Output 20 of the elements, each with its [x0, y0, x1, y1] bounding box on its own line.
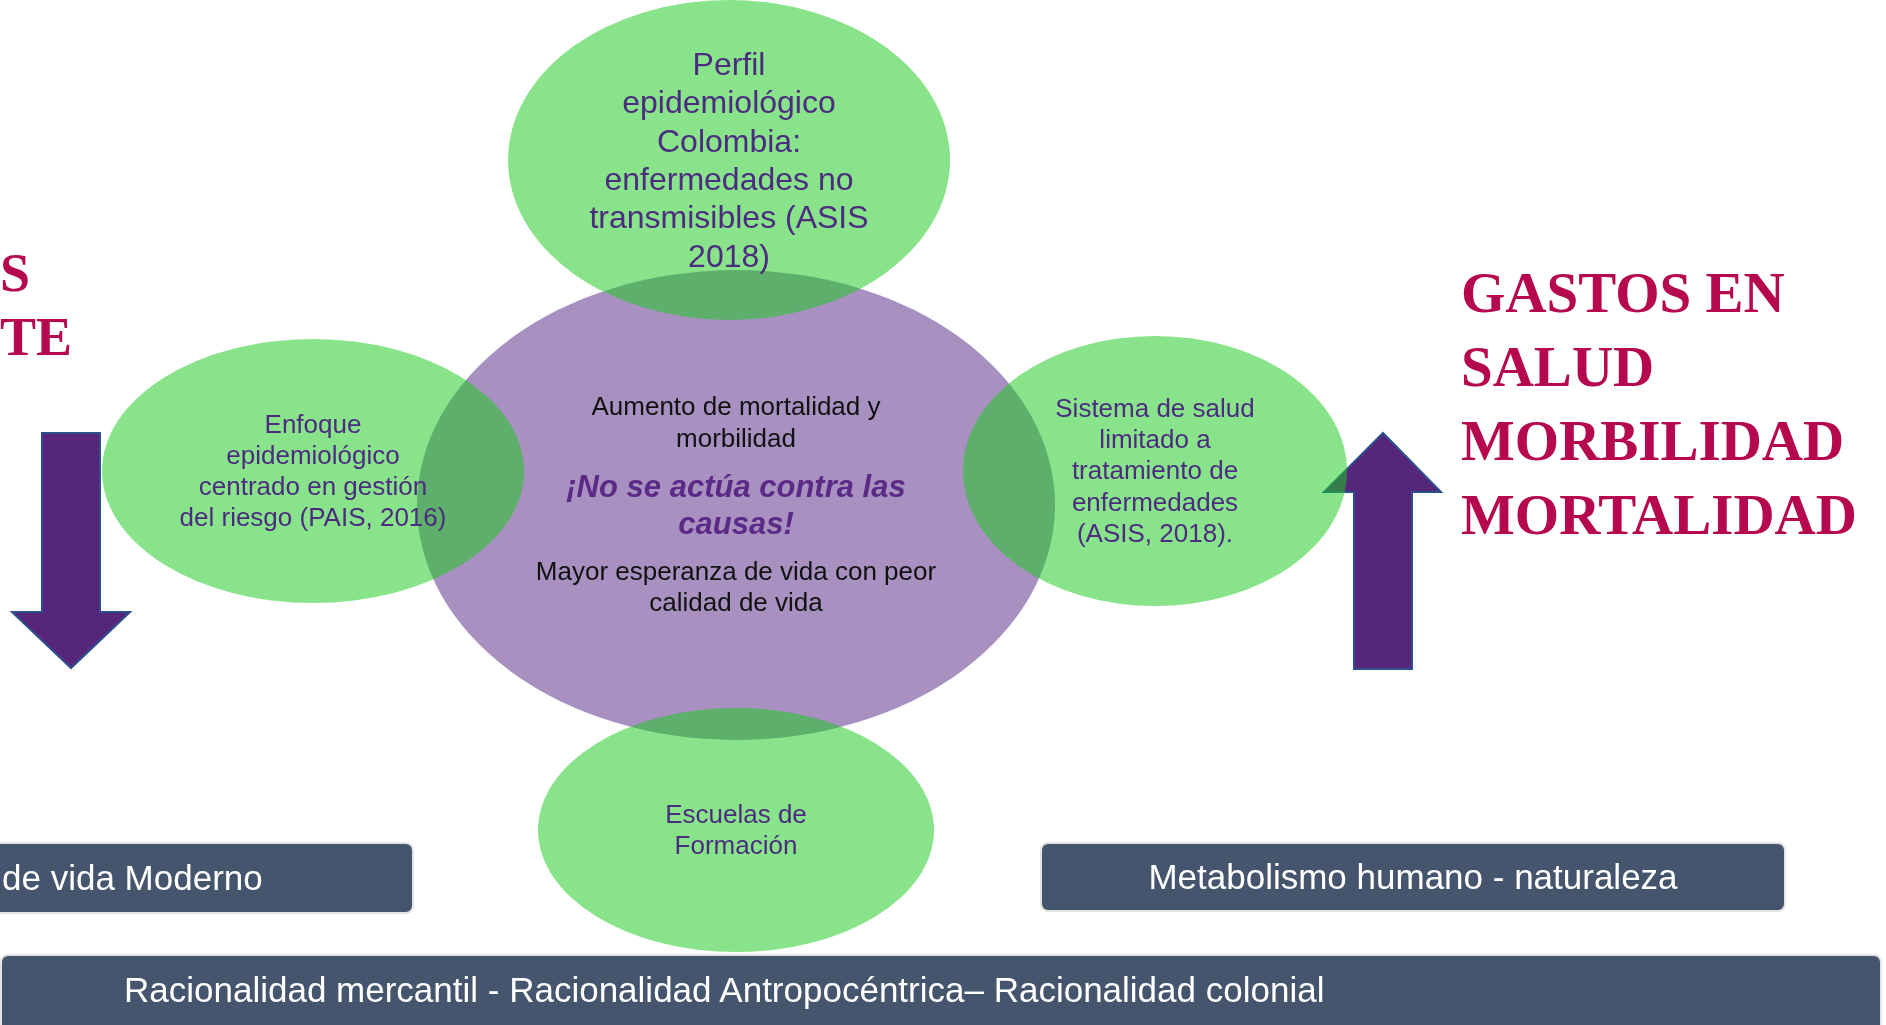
- cause-text: Mayor esperanza de vida con peor calidad de vida: [534, 556, 938, 619]
- factor-ellipse: [508, 0, 950, 320]
- bar-text: Metabolismo humano - naturaleza: [1148, 856, 1678, 898]
- label-bar: [0, 842, 414, 914]
- factor-text: Perfil epidemiológico Colombia: enfermedades no transmisibles (ASIS 2018): [589, 44, 869, 276]
- factor-ellipse: [538, 708, 934, 952]
- warning-text: TE: [0, 306, 73, 369]
- bar-text: Racionalidad mercantil - Racionalidad Antropocéntrica– Racionalidad colonial: [124, 969, 1325, 1011]
- factor-text: Escuelas de Formación: [664, 798, 808, 862]
- emphasis-text: ¡No se actúa contra las causas!: [565, 467, 907, 543]
- factor-text: Sistema de salud limitado a tratamiento de enfermedades (ASIS, 2018).: [1054, 393, 1256, 549]
- warning-text: GASTOS EN SALUD MORBILIDAD MORTALIDAD: [1461, 260, 1858, 549]
- factor-ellipse: [963, 336, 1347, 606]
- cause-text: Aumento de mortalidad y morbilidad: [590, 391, 882, 454]
- bar-text: de vida Moderno: [2, 857, 263, 899]
- label-bar: [1040, 842, 1786, 912]
- label-bar: [0, 954, 1882, 1025]
- warning-text: S: [0, 242, 31, 305]
- factor-ellipse: [102, 339, 524, 603]
- factor-text: Enfoque epidemiológico centrado en gestión del riesgo (PAIS, 2016): [178, 408, 448, 534]
